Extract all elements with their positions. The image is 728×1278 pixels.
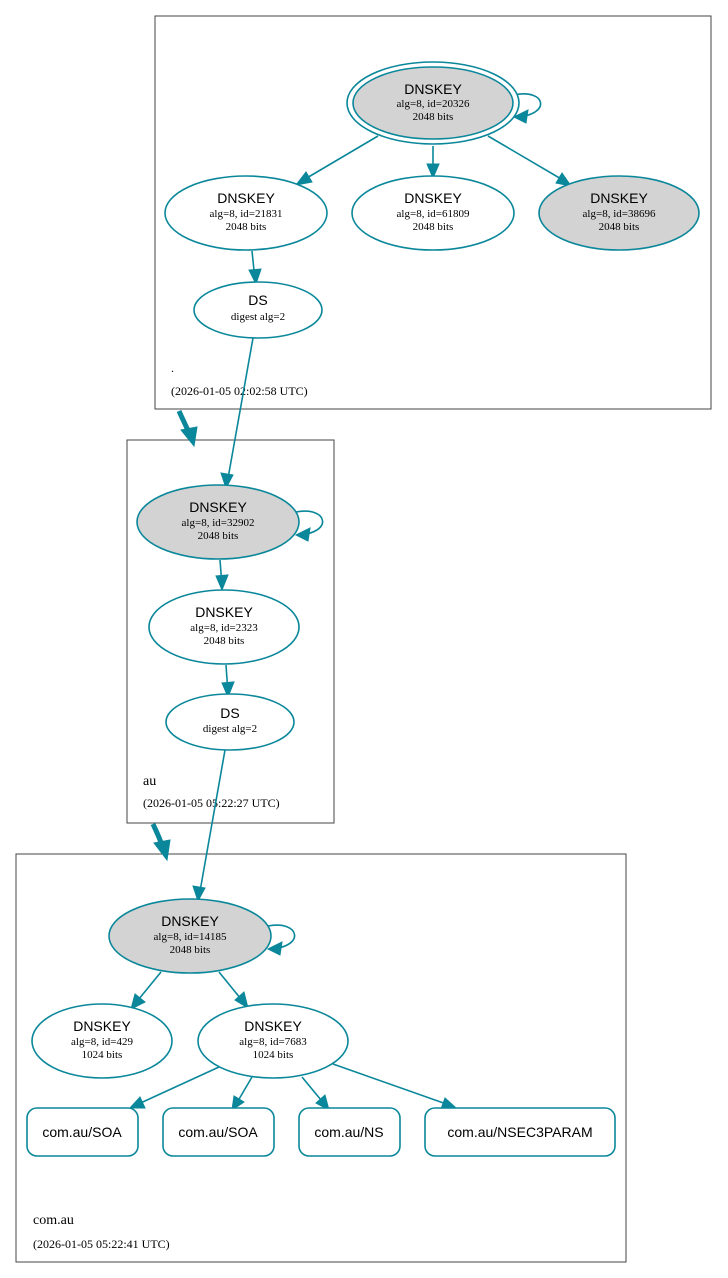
arrowhead-delegation-au: [180, 426, 198, 448]
record-soa-2-label: com.au/SOA: [178, 1124, 258, 1140]
node-root-zsk2[interactable]: DNSKEY alg=8, id=61809 2048 bits: [351, 175, 515, 251]
node-root-zsk2-line2: 2048 bits: [413, 221, 454, 233]
edge-au-ds-to-comau-ksk: [198, 749, 226, 898]
edge-root-ksk-to-k3: [487, 135, 569, 184]
node-au-zsk-shape: [148, 589, 300, 665]
zone-au-timestamp: (2026-01-05 05:22:27 UTC): [143, 796, 280, 810]
node-comau-zsk[interactable]: DNSKEY alg=8, id=7683 1024 bits: [197, 1003, 349, 1079]
arrowhead-root-ds: [248, 268, 262, 286]
node-root-k3-line2: 2048 bits: [599, 221, 640, 233]
node-comau-k1-line2: 1024 bits: [82, 1049, 123, 1061]
node-root-ksk-shape: [352, 66, 514, 140]
node-au-ksk-line1: alg=8, id=32902: [182, 517, 255, 529]
node-root-zsk2-line1: alg=8, id=61809: [397, 208, 470, 220]
node-comau-k1[interactable]: DNSKEY alg=8, id=429 1024 bits: [31, 1003, 173, 1079]
node-root-ds[interactable]: DS digest alg=2: [193, 281, 323, 339]
node-root-ksk-title: DNSKEY: [404, 81, 462, 97]
node-au-ds-shape: [165, 693, 295, 751]
record-nsec3param-label: com.au/NSEC3PARAM: [447, 1124, 592, 1140]
record-soa-1-shape: [26, 1107, 139, 1157]
node-root-ds-title: DS: [248, 292, 267, 308]
node-au-ds-line1: digest alg=2: [203, 723, 257, 735]
record-nsec3param[interactable]: com.au/NSEC3PARAM: [424, 1107, 616, 1157]
zone-comau-name: com.au: [33, 1213, 74, 1228]
zone-comau-timestamp: (2026-01-05 05:22:41 UTC): [33, 1237, 170, 1251]
node-comau-ksk-title: DNSKEY: [161, 913, 219, 929]
node-root-zsk1-line1: alg=8, id=21831: [210, 208, 283, 220]
record-soa-1[interactable]: com.au/SOA: [26, 1107, 139, 1157]
record-ns-shape: [298, 1107, 401, 1157]
arrowhead-comau-ksk-self: [266, 941, 283, 956]
node-comau-zsk-shape: [197, 1003, 349, 1079]
arrowhead-delegation-comau: [153, 839, 171, 862]
node-root-zsk1-line2: 2048 bits: [226, 221, 267, 233]
record-soa-2-shape: [162, 1107, 275, 1157]
arrowhead-root-zsk1: [294, 171, 313, 186]
edge-comau-zsk-to-soa1: [133, 1066, 220, 1107]
node-root-zsk2-title: DNSKEY: [404, 190, 462, 206]
node-au-zsk[interactable]: DNSKEY alg=8, id=2323 2048 bits: [148, 589, 300, 665]
record-soa-1-label: com.au/SOA: [42, 1124, 122, 1140]
node-root-k3-title: DNSKEY: [590, 190, 648, 206]
node-comau-zsk-title: DNSKEY: [244, 1018, 302, 1034]
record-soa-2[interactable]: com.au/SOA: [162, 1107, 275, 1157]
node-root-ds-line1: digest alg=2: [231, 311, 285, 323]
node-root-k3-line1: alg=8, id=38696: [583, 208, 656, 220]
node-root-ksk[interactable]: DNSKEY alg=8, id=20326 2048 bits: [346, 61, 520, 145]
record-ns-label: com.au/NS: [314, 1124, 383, 1140]
node-au-ksk-shape: [136, 484, 300, 560]
arrowhead-root-ksk-self: [512, 109, 529, 124]
node-au-ksk-title: DNSKEY: [189, 499, 247, 515]
node-comau-k1-line1: alg=8, id=429: [71, 1036, 133, 1048]
edge-root-ksk-to-zsk1: [299, 135, 379, 183]
edge-comau-zsk-to-nsec3param: [332, 1063, 453, 1107]
node-au-ds[interactable]: DS digest alg=2: [165, 693, 295, 751]
arrowhead-root-k3: [555, 172, 573, 187]
arrowhead-au-ksk-self: [294, 527, 311, 542]
arrowhead-root-zsk2: [426, 163, 440, 180]
node-au-ksk-line2: 2048 bits: [198, 530, 239, 542]
record-ns[interactable]: com.au/NS: [298, 1107, 401, 1157]
zone-root-name: .: [171, 361, 174, 375]
arrowhead-ns: [315, 1094, 330, 1111]
node-root-k3[interactable]: DNSKEY alg=8, id=38696 2048 bits: [538, 175, 700, 251]
node-au-zsk-line2: 2048 bits: [204, 635, 245, 647]
arrowhead-comau-ksk: [192, 885, 206, 903]
node-comau-ksk-line2: 2048 bits: [170, 944, 211, 956]
node-root-ds-shape: [193, 281, 323, 339]
node-root-zsk1[interactable]: DNSKEY alg=8, id=21831 2048 bits: [164, 175, 328, 251]
node-comau-zsk-line1: alg=8, id=7683: [239, 1036, 307, 1048]
node-comau-k1-shape: [31, 1003, 173, 1079]
arrowhead-au-ksk: [220, 472, 234, 490]
arrowhead-soa1: [128, 1096, 146, 1109]
record-nsec3param-shape: [424, 1107, 616, 1157]
node-root-k3-shape: [538, 175, 700, 251]
node-au-ds-title: DS: [220, 705, 239, 721]
zone-root-timestamp: (2026-01-05 02:02:58 UTC): [171, 384, 308, 398]
arrowhead-au-ds: [221, 681, 235, 699]
arrowhead-au-zsk: [215, 574, 229, 592]
node-comau-ksk-shape: [108, 898, 272, 974]
zone-au-name: au: [143, 774, 156, 789]
node-comau-ksk-line1: alg=8, id=14185: [154, 931, 227, 943]
node-root-ksk-line2: 2048 bits: [413, 111, 454, 123]
node-comau-ksk[interactable]: DNSKEY alg=8, id=14185 2048 bits: [108, 898, 272, 974]
arrowhead-comau-k1: [130, 993, 146, 1010]
node-au-zsk-line1: alg=8, id=2323: [190, 622, 258, 634]
node-au-ksk[interactable]: DNSKEY alg=8, id=32902 2048 bits: [136, 484, 300, 560]
node-au-zsk-title: DNSKEY: [195, 604, 253, 620]
node-comau-zsk-line2: 1024 bits: [253, 1049, 294, 1061]
edge-root-ds-to-au-ksk: [226, 337, 254, 485]
arrowhead-comau-zsk: [234, 991, 249, 1010]
node-root-ksk-line1: alg=8, id=20326: [397, 98, 470, 110]
node-comau-k1-title: DNSKEY: [73, 1018, 131, 1034]
node-root-zsk2-shape: [351, 175, 515, 251]
node-root-zsk1-shape: [164, 175, 328, 251]
node-root-zsk1-title: DNSKEY: [217, 190, 275, 206]
arrowhead-soa2: [231, 1095, 245, 1112]
